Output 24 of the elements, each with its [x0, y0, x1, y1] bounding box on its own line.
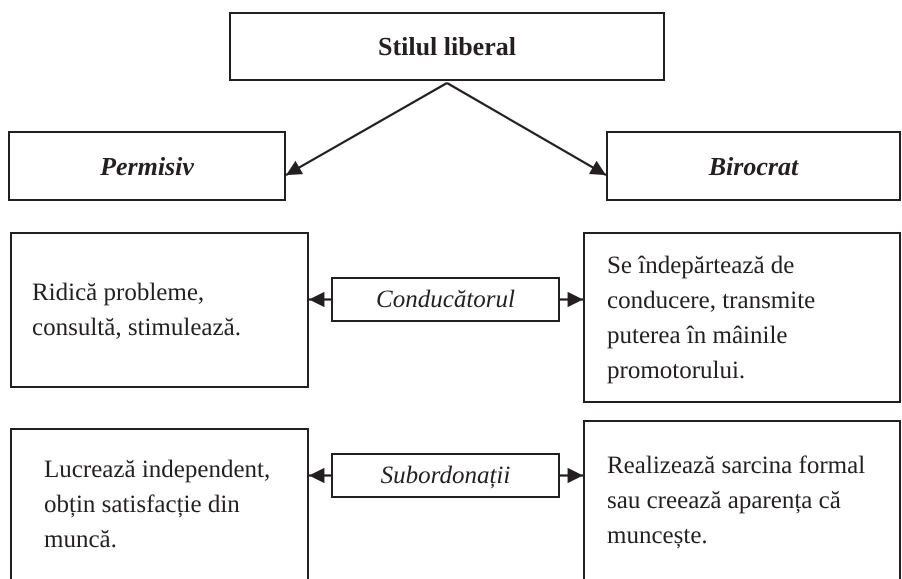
- arrow: [560, 292, 583, 308]
- arrow: [309, 468, 331, 484]
- category-box: [8, 131, 286, 201]
- arrow: [560, 468, 583, 484]
- box-text: Conducătorul: [375, 284, 516, 315]
- box-text: Subordonații: [380, 460, 512, 491]
- box-text: Birocrat: [708, 150, 800, 182]
- title-box: [229, 12, 665, 81]
- category-box: [606, 131, 901, 201]
- box-text: Lucrează independent, obțin satisfacție din muncă.: [44, 455, 272, 555]
- box-text: Stilul liberal: [377, 31, 517, 63]
- description-box: [583, 420, 901, 579]
- role-box: [331, 277, 560, 322]
- description-box: [10, 428, 309, 579]
- description-box: [10, 232, 309, 388]
- role-box: [331, 453, 560, 498]
- description-box: [583, 232, 901, 403]
- box-text: Ridică probleme, consultă, stimulează.: [32, 278, 242, 343]
- arrow: [446, 82, 607, 176]
- box-text: Realizează sarcina formal sau creează aparența că muncește.: [607, 451, 866, 551]
- box-text: Se îndepărtează de conducere, transmite puterea în mâinile promotorului.: [607, 250, 816, 386]
- arrow: [285, 82, 448, 176]
- box-text: Permisiv: [99, 150, 196, 182]
- arrow: [309, 292, 331, 308]
